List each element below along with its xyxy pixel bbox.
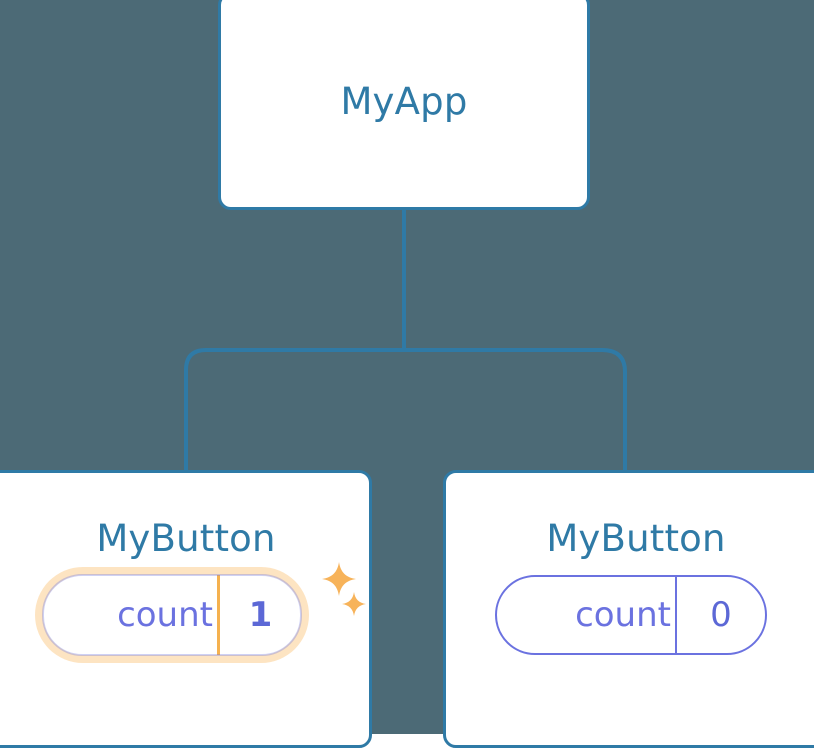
update-sparkles: [314, 562, 374, 632]
state-pill-left-wrap: count 1: [42, 574, 302, 656]
node-mybutton-right-title: MyButton: [546, 517, 726, 560]
state-pill-right[interactable]: count 0: [495, 575, 767, 655]
node-mybutton-left-title: MyButton: [96, 517, 276, 560]
state-pill-right-value: 0: [675, 577, 765, 653]
state-pill-left[interactable]: count 1: [42, 574, 302, 656]
node-myapp-title: MyApp: [340, 80, 468, 123]
state-pill-left-value: 1: [217, 575, 301, 655]
node-myapp[interactable]: MyApp: [218, 0, 590, 210]
state-pill-left-key: count: [117, 595, 213, 635]
edge-branch-bar: [184, 348, 627, 476]
sparkle-icon: [322, 562, 356, 596]
state-pill-right-key: count: [575, 595, 671, 635]
sparkle-icon: [342, 592, 366, 616]
state-pill-right-wrap: count 0: [495, 575, 767, 655]
node-mybutton-right[interactable]: MyButton count 0: [443, 470, 814, 748]
